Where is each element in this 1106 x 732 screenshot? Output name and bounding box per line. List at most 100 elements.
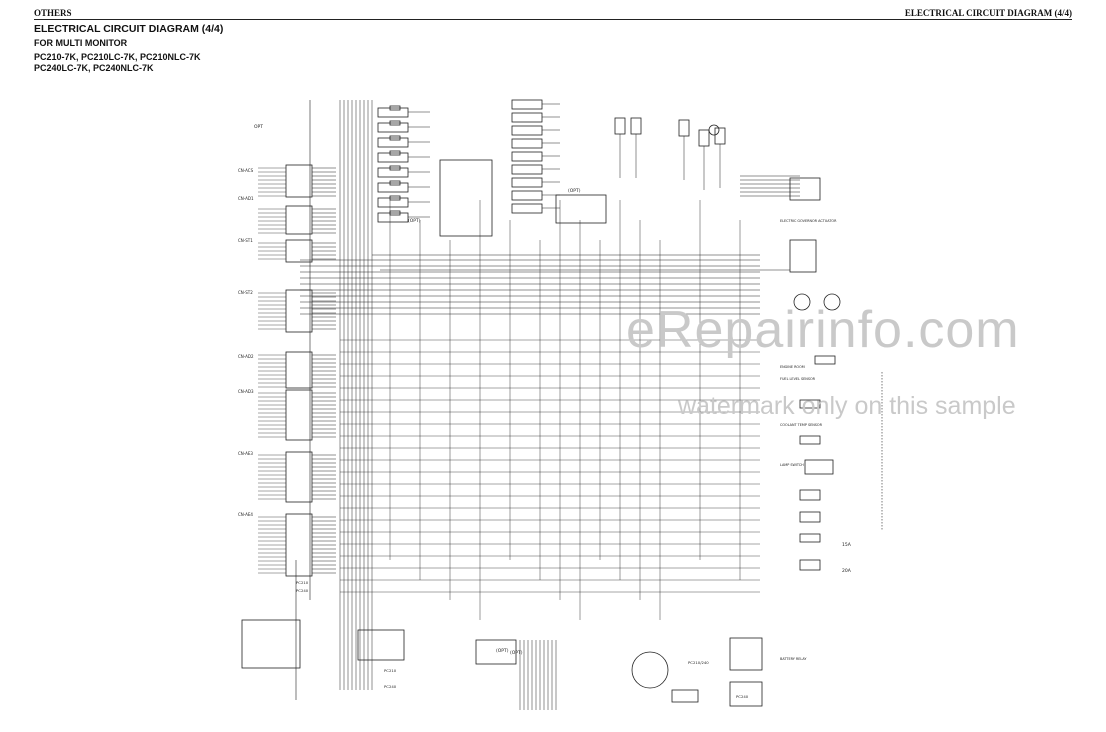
connector-label: CN-AE3 [238, 451, 253, 456]
option-box [241, 619, 301, 669]
pin-strip [389, 120, 401, 126]
relay-connector [377, 197, 409, 208]
relay-connector [511, 151, 543, 162]
watermark-sub: watermark only on this sample [678, 392, 1016, 420]
sensor-symbol [698, 129, 710, 147]
relay-connector [511, 164, 543, 175]
diagram-labels: CN-ACS CN-AD1CN-ST1CN-ST2CN-AD2CN-AD3CN-A… [238, 124, 852, 699]
header-divider [34, 19, 1072, 20]
section-header: OTHERS [34, 8, 72, 18]
relay-box [671, 689, 699, 703]
relay-connector [511, 99, 543, 110]
controller-connector [285, 239, 313, 263]
option-box [357, 629, 405, 661]
option-box [475, 639, 517, 665]
sensor-box [799, 489, 821, 501]
component-label: ENGINE ROOM [780, 365, 805, 369]
relay-connector [377, 152, 409, 163]
pressure-switch-box [439, 159, 493, 237]
relay-connector [377, 107, 409, 118]
potentiometer [823, 293, 841, 311]
relay-connector [377, 182, 409, 193]
component-label: COOLANT TEMP SENSOR [780, 423, 823, 427]
relay-connector [377, 137, 409, 148]
model-tag: PC240 [296, 588, 309, 593]
sensor-symbol [614, 117, 626, 135]
connector-label: CN-AE4 [238, 512, 253, 517]
model-tag: PC210 [384, 668, 397, 673]
relay-connector [511, 138, 543, 149]
model-tag: PC210/240 [688, 660, 709, 665]
connector-label: CN-ACS [238, 168, 254, 173]
sensor-box [799, 559, 821, 571]
relay-connector [511, 177, 543, 188]
switch-group-box [555, 194, 607, 224]
row-reference: 15A [842, 542, 852, 548]
page-title: ELECTRICAL CIRCUIT DIAGRAM (4/4) [34, 23, 224, 35]
governor-actuator [789, 239, 817, 273]
opt-label: (OPT) [408, 218, 421, 224]
pin-strip [389, 105, 401, 111]
component-label: FUEL LEVEL SENSOR [780, 377, 816, 381]
row-reference: 20A [842, 568, 852, 574]
page-subtitle: FOR MULTI MONITOR [34, 38, 128, 48]
opt-label: (OPT) [496, 648, 509, 654]
potentiometer [793, 293, 811, 311]
model-tag: PC240 [384, 684, 397, 689]
connector-label: CN-AD2 [238, 354, 254, 359]
connector-label: CN-AD1 [238, 196, 254, 201]
model-line-2: PC240LC-7K, PC240NLC-7K [34, 63, 154, 73]
sensor-symbol [678, 119, 690, 137]
controller-connector [285, 205, 313, 235]
relay-connector [377, 212, 409, 223]
relay-box [814, 355, 836, 365]
component-blocks [241, 99, 841, 707]
relay-connector [511, 203, 543, 214]
model-line-1: PC210-7K, PC210LC-7K, PC210NLC-7K [34, 52, 201, 62]
pin-strip [389, 150, 401, 156]
pin-strip [389, 195, 401, 201]
component-label: LAMP SWITCH [780, 463, 804, 467]
watermark-main: eRepairinfo.com [626, 301, 1020, 359]
controller-connector [285, 351, 313, 389]
pin-strip [389, 180, 401, 186]
sensor-box [799, 435, 821, 445]
opt-label: OPT [254, 124, 263, 130]
pin-strip [389, 135, 401, 141]
actuator-connector [789, 177, 821, 201]
controller-connector [285, 164, 313, 198]
controller-connector [285, 289, 313, 333]
running-title: ELECTRICAL CIRCUIT DIAGRAM (4/4) [904, 8, 1072, 18]
battery-symbol [729, 637, 763, 671]
relay-connector [377, 167, 409, 178]
controller-connector [285, 451, 313, 503]
relay-connector [511, 190, 543, 201]
relay-connector [511, 112, 543, 123]
connector-label: CN-AD3 [238, 389, 254, 394]
temperature-sensor [708, 124, 720, 136]
battery-relay-symbol [631, 651, 669, 689]
model-list: PC210-7K, PC210LC-7K, PC210NLC-7K PC240L… [34, 52, 201, 74]
sensor-symbol [630, 117, 642, 135]
component-label: ELECTRIC GOVERNOR ACTUATOR [780, 219, 837, 223]
connector-label: CN-ST1 [238, 238, 253, 243]
wire-bundle [258, 100, 883, 710]
pin-strip [389, 165, 401, 171]
sensor-box [799, 399, 821, 409]
sensor-box [804, 459, 834, 475]
controller-connector [285, 513, 313, 577]
opt-label: (OPT) [510, 650, 523, 656]
relay-connector [511, 125, 543, 136]
pin-strip [389, 210, 401, 216]
connector-label: CN-ST2 [238, 290, 253, 295]
sensor-box [799, 511, 821, 523]
sensor-box [799, 533, 821, 543]
sensor-symbol [714, 127, 726, 145]
model-tag: PC240 [736, 694, 749, 699]
controller-connector [285, 389, 313, 441]
relay-connector [377, 122, 409, 133]
component-label: BATTERY RELAY [780, 657, 807, 661]
model-tag: PC210 [296, 580, 309, 585]
opt-label: (OPT) [568, 188, 581, 194]
